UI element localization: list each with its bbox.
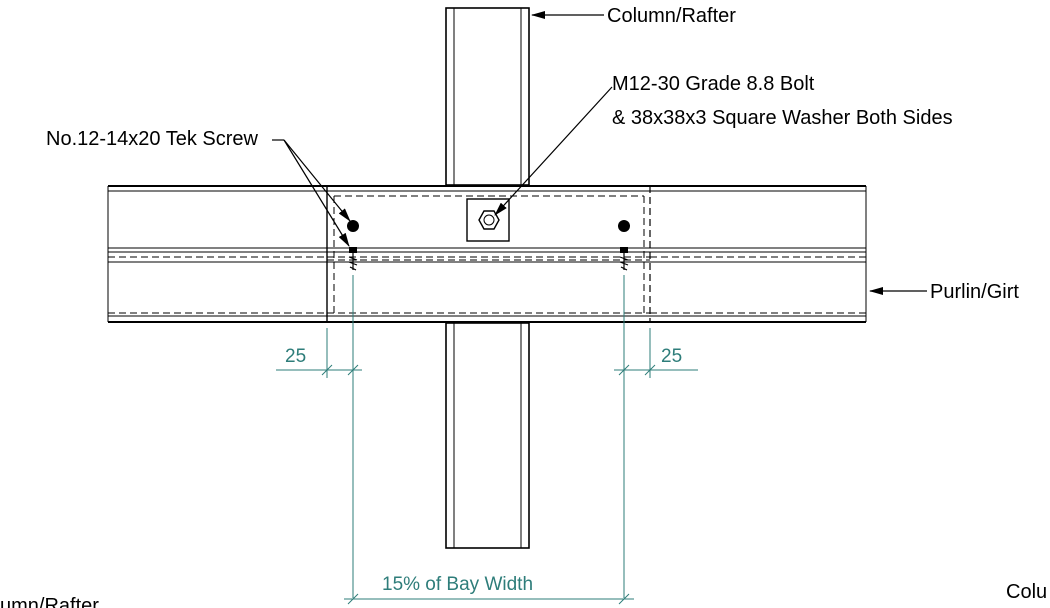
dimension-right-edge — [614, 275, 698, 598]
label-bolt: M12-30 Grade 8.8 Bolt — [612, 73, 815, 95]
label-purlin-girt: Purlin/Girt — [930, 281, 1019, 303]
purlin-girt-member — [107, 185, 867, 323]
tek-screw-right — [618, 220, 630, 271]
column-rafter-lower — [445, 322, 530, 549]
label-tek-screw: No.12-14x20 Tek Screw — [46, 128, 259, 150]
label-column-rafter-bottom-right: Colu — [1006, 581, 1047, 603]
column-rafter-upper — [445, 7, 530, 186]
tek-screw-left — [347, 220, 359, 271]
dim-label-spacing: 15% of Bay Width — [382, 574, 533, 595]
dimension-left-edge — [276, 275, 362, 598]
leader-tek-screw — [272, 139, 351, 247]
cleat-plate — [108, 186, 866, 322]
dim-label-left: 25 — [285, 346, 306, 367]
label-washer: & 38x38x3 Square Washer Both Sides — [612, 107, 953, 129]
dim-label-right: 25 — [661, 346, 682, 367]
label-column-rafter-bottom-left: umn/Rafter — [0, 595, 99, 608]
bolt-with-square-washer — [466, 198, 510, 242]
leader-bolt — [494, 86, 613, 216]
dimension-screw-spacing — [344, 593, 634, 605]
label-column-rafter: Column/Rafter — [607, 5, 736, 27]
